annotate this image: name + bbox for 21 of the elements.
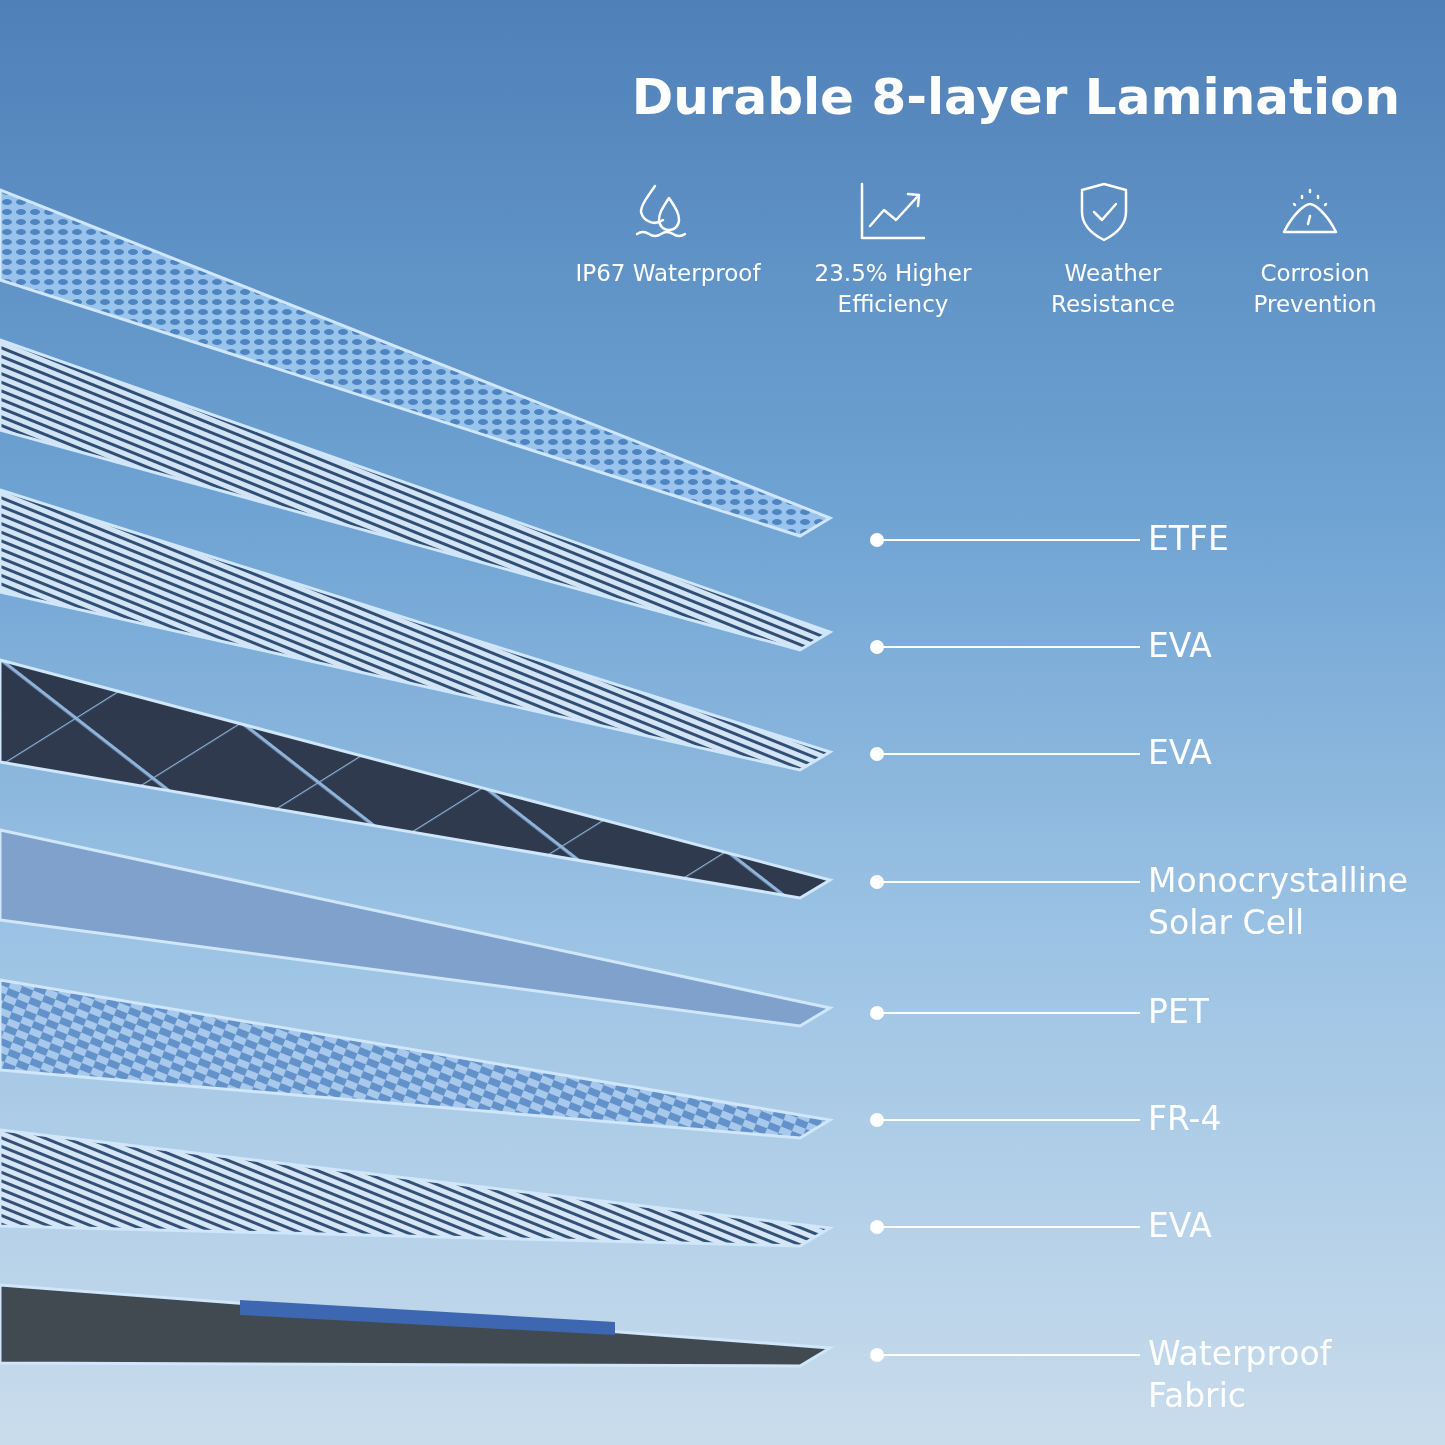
leader-line <box>870 1220 1141 1234</box>
leader-line <box>870 533 1141 547</box>
feature-label: Weather Resistance <box>1050 259 1176 319</box>
layer-label: EVA <box>1148 1205 1418 1247</box>
layer-label: Monocrystalline Solar Cell <box>1148 860 1418 944</box>
title: Durable 8-layer Lamination <box>630 68 1400 126</box>
feature-label: 23.5% Higher Efficiency <box>813 259 973 319</box>
layer-label: Waterproof Fabric <box>1148 1333 1418 1417</box>
leader-line <box>870 747 1141 761</box>
leader-line <box>870 640 1141 654</box>
layer-label: EVA <box>1148 732 1418 774</box>
layer-label: ETFE <box>1148 518 1418 560</box>
layer-label: FR-4 <box>1148 1098 1418 1140</box>
feature-label: IP67 Waterproof <box>574 259 762 288</box>
leader-line <box>870 1113 1141 1127</box>
leader-line <box>870 1006 1141 1020</box>
feature-label: Corrosion Prevention <box>1252 259 1378 319</box>
layer-label: EVA <box>1148 625 1418 667</box>
layer-label: PET <box>1148 991 1418 1033</box>
leader-line <box>870 875 1141 889</box>
leader-line <box>870 1348 1141 1362</box>
